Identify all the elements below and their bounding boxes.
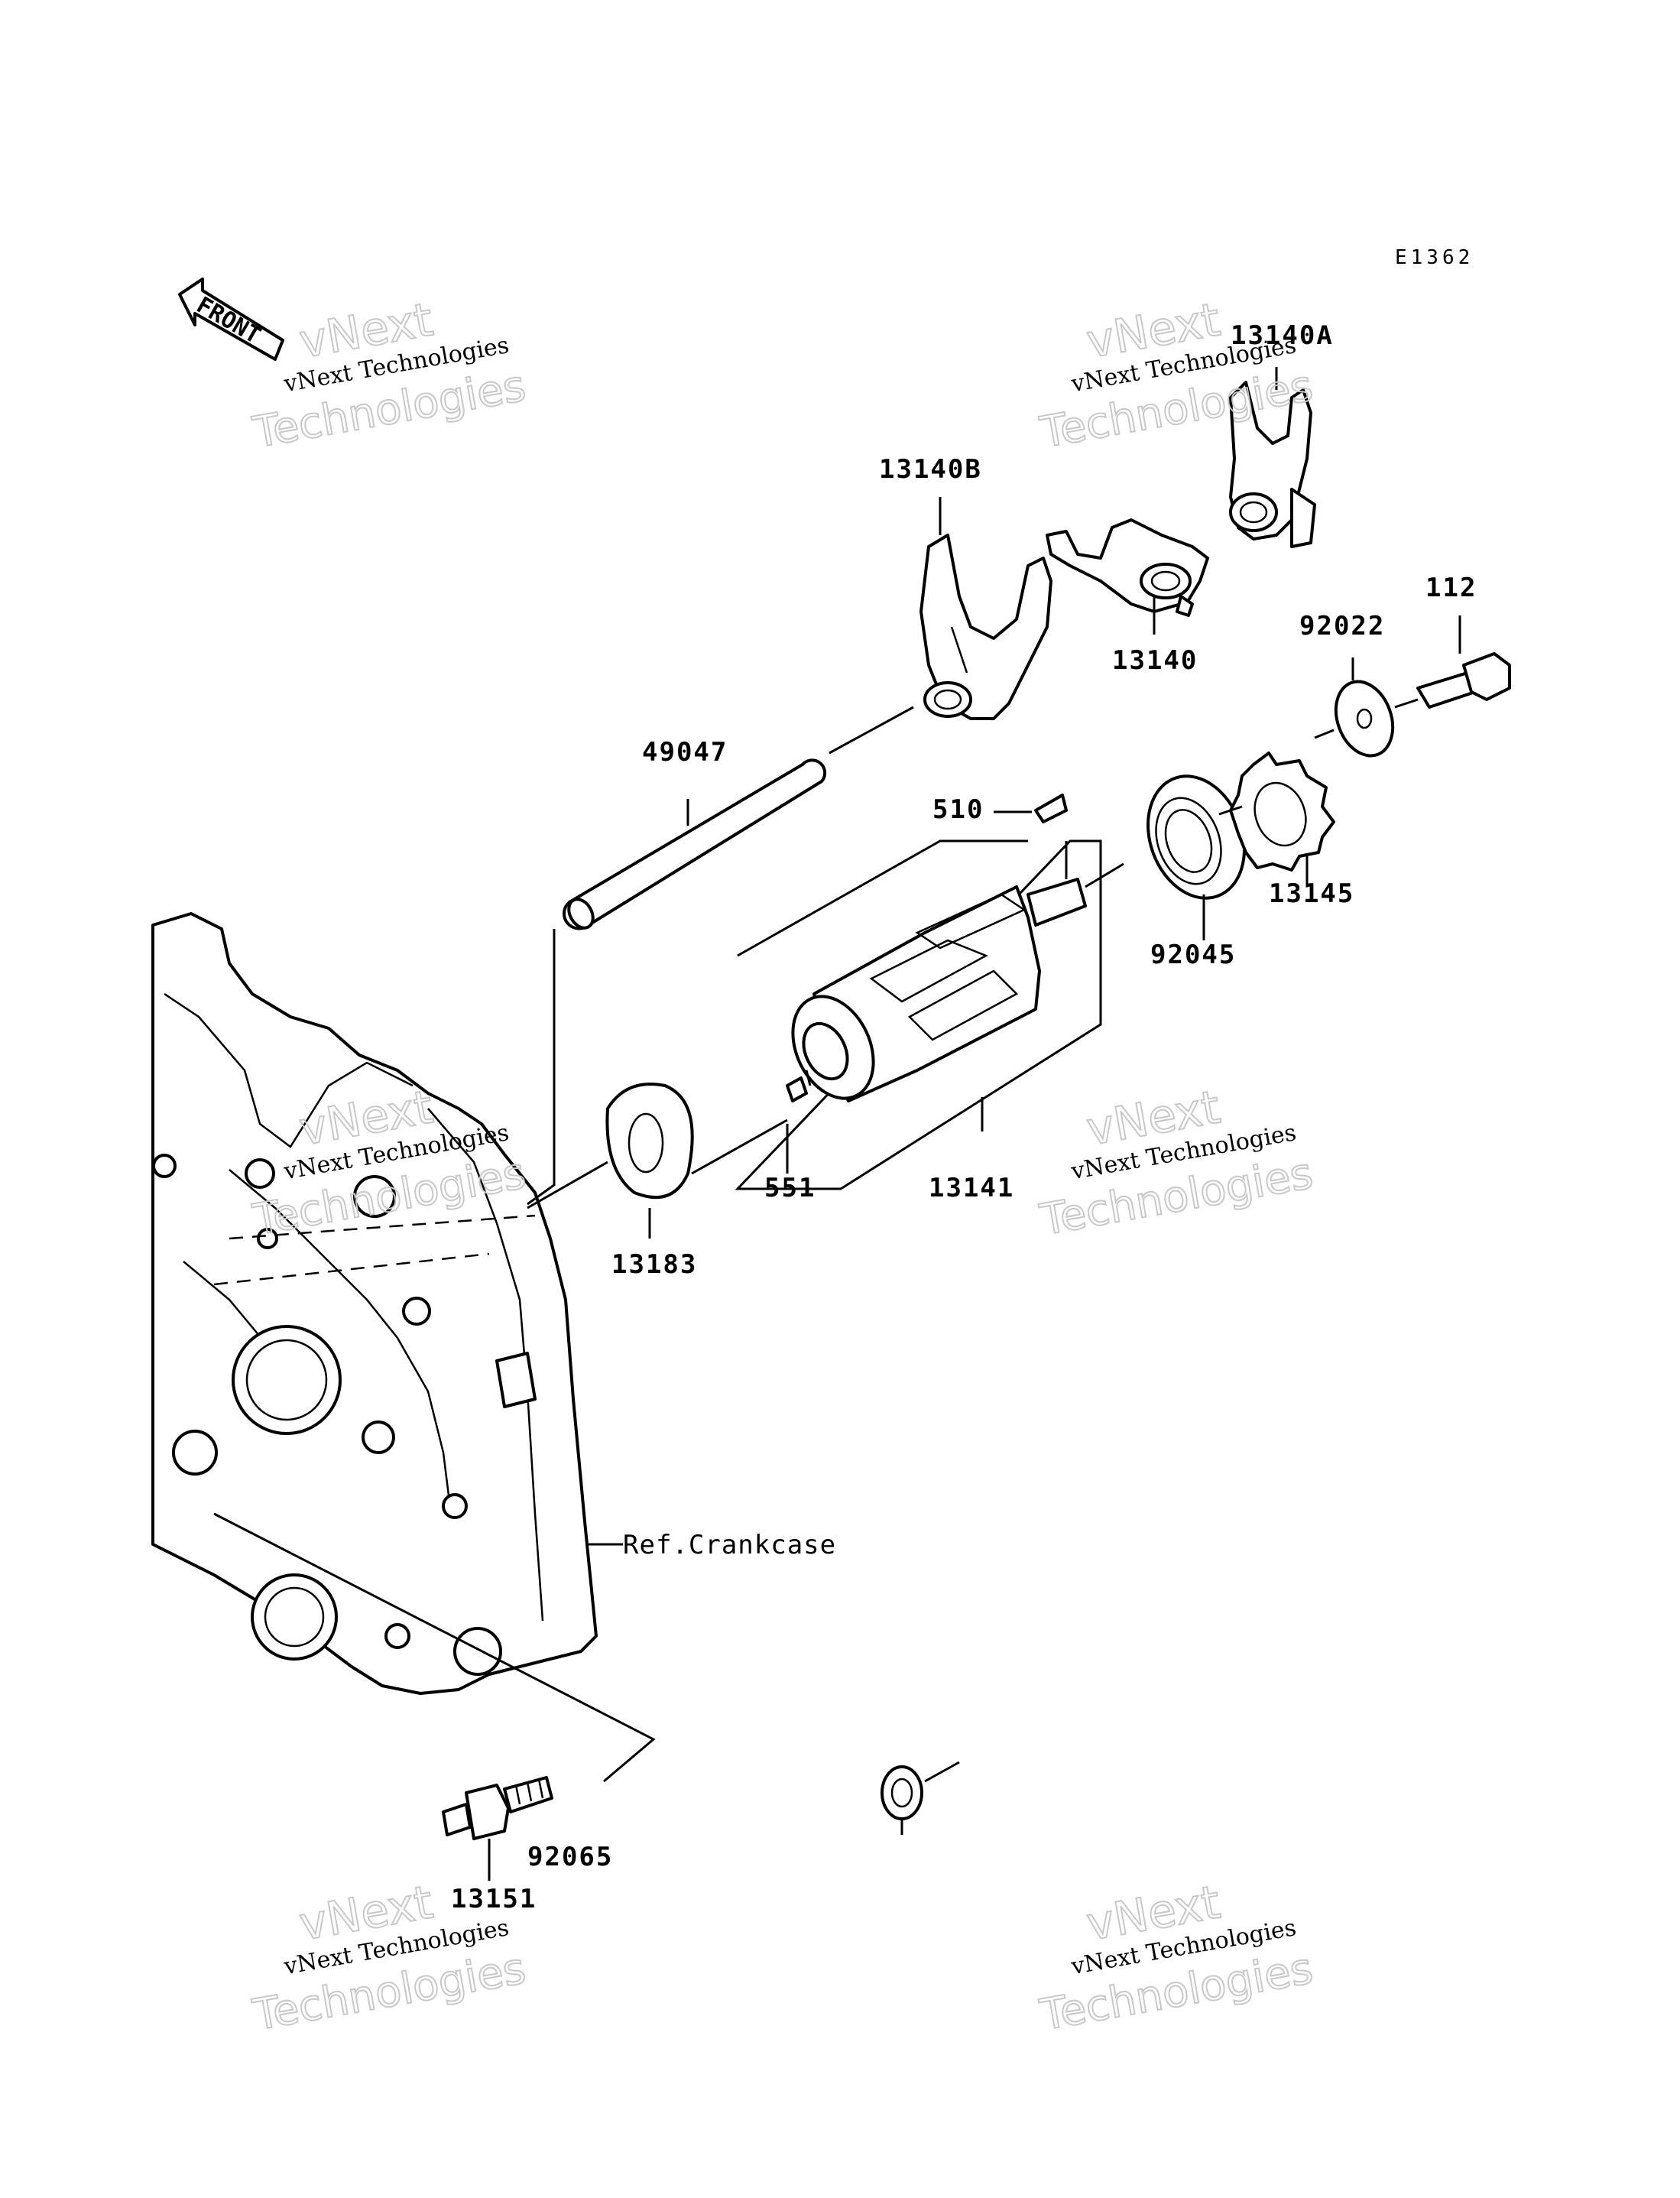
washer-92065-drawing: [881, 1765, 923, 1835]
watermark-top-left: vNext vNext Technologies Technologies: [248, 292, 530, 459]
shift-fork-13140b-drawing: [919, 497, 1052, 720]
bolt-112-drawing: [1394, 615, 1511, 709]
part-label-551: 551: [764, 1173, 816, 1203]
part-label-13183: 13183: [611, 1249, 697, 1280]
shift-fork-13140a-drawing: [1229, 367, 1316, 548]
watermark-mid-right: vNext vNext Technologies Technologies: [1036, 1080, 1318, 1246]
key-510-drawing: [994, 794, 1068, 823]
part-label-112: 112: [1425, 573, 1477, 603]
part-label-92022: 92022: [1299, 611, 1385, 641]
watermark-top-right: vNext vNext Technologies Technologies: [1036, 292, 1318, 459]
part-label-92065: 92065: [527, 1842, 613, 1872]
ref-crankcase-label: Ref.Crankcase: [623, 1530, 836, 1560]
front-arrow: FRONT: [178, 278, 284, 361]
shift-drum-gear-13145-drawing: [1218, 752, 1335, 887]
diagram-code: E1362: [1395, 246, 1474, 269]
watermark-bottom-right: vNext vNext Technologies Technologies: [1036, 1875, 1318, 2041]
leader-92065: [924, 1761, 960, 1783]
shift-fork-13140-drawing: [1046, 518, 1209, 635]
shift-drum-13141-drawing: [691, 839, 1124, 1190]
leader-13151: [213, 1512, 656, 1783]
crankcase-drawing: [151, 912, 623, 1695]
bearing-92045-drawing: [1146, 774, 1246, 940]
part-label-13140a: 13140A: [1231, 320, 1334, 351]
part-label-13145: 13145: [1269, 878, 1354, 909]
part-label-49047: 49047: [642, 737, 728, 768]
part-label-13140: 13140: [1112, 645, 1198, 676]
part-label-92045: 92045: [1150, 940, 1236, 970]
neutral-switch-13151-drawing: [442, 1776, 553, 1881]
part-label-510: 510: [932, 794, 984, 825]
part-label-13141: 13141: [929, 1173, 1014, 1203]
part-label-13140b: 13140B: [879, 454, 982, 485]
watermark-bottom-left: vNext vNext Technologies Technologies: [248, 1875, 530, 2041]
part-label-13151: 13151: [451, 1884, 537, 1914]
front-label: FRONT: [192, 292, 265, 349]
washer-13183-drawing: [527, 1083, 694, 1239]
shift-rod-49047-drawing: [527, 706, 914, 1206]
washer-92022-drawing: [1314, 657, 1395, 758]
